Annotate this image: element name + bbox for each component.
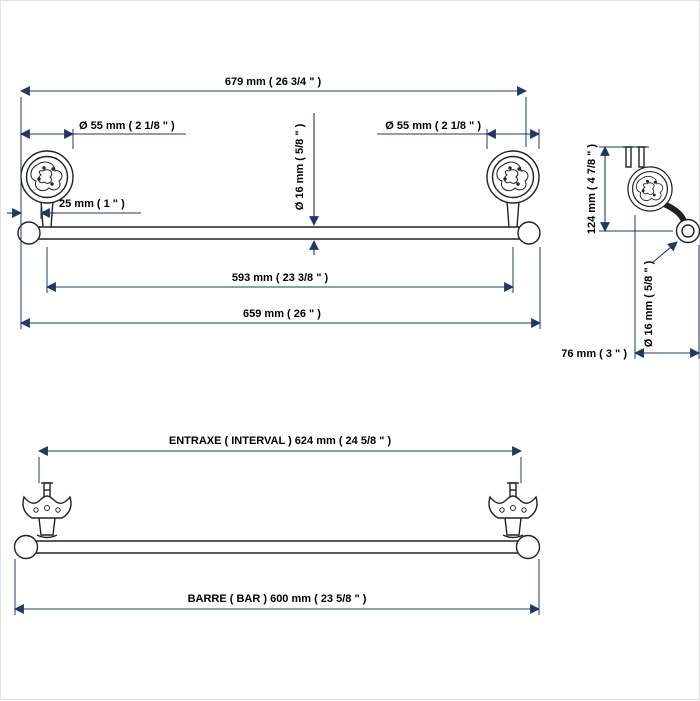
right-ball-finial	[515, 534, 541, 560]
left-post	[40, 200, 54, 228]
dim-bar-diameter-side: Ø 16 mm ( 5/8 " )	[643, 241, 678, 347]
bar-cross-section	[681, 224, 695, 238]
dim-outer-span: 659 mm ( 26 " )	[20, 247, 541, 329]
left-ball-finial	[13, 534, 39, 560]
ball-finial-side	[675, 218, 700, 244]
dim-depth: 76 mm ( 3 " )	[561, 215, 700, 360]
side-profile-view: 124 mm ( 4 7/8 " ) Ø 16 mm ( 5/8 " ) 76 …	[561, 144, 700, 360]
right-ball-finial	[517, 221, 541, 245]
mounting-screw	[625, 146, 632, 168]
dim-bar-diameter-side-label: Ø 16 mm ( 5/8 " )	[643, 260, 655, 347]
dim-height-label: 124 mm ( 4 7/8 " )	[586, 144, 598, 235]
dim-height: 124 mm ( 4 7/8 " )	[586, 144, 673, 235]
dim-bar-length: BARRE ( BAR ) 600 mm ( 23 5/8 " )	[14, 559, 540, 615]
front-elevation-view: 679 mm ( 26 3/4 " ) Ø 55 mm ( 2 1/8 " ) …	[7, 76, 541, 329]
right-flange-rosette	[486, 150, 540, 204]
left-flange-rosette	[20, 150, 74, 204]
installation-view: ENTRAXE ( INTERVAL ) 624 mm ( 24 5/8 " )…	[13, 435, 541, 615]
flange-rosette-side	[627, 166, 673, 212]
right-post	[506, 200, 520, 228]
support-arm	[661, 201, 687, 224]
dim-flange-diameter-right-label: Ø 55 mm ( 2 1/8 " )	[385, 120, 481, 132]
dim-inner-span: 593 mm ( 23 3/8 " )	[46, 247, 514, 293]
dim-overall-width-label: 679 mm ( 26 3/4 " )	[225, 76, 322, 88]
dim-outer-span-label: 659 mm ( 26 " )	[243, 308, 321, 320]
dim-flange-diameter-left-label: Ø 55 mm ( 2 1/8 " )	[79, 120, 175, 132]
dim-interval-label: ENTRAXE ( INTERVAL ) 624 mm ( 24 5/8 " )	[169, 435, 392, 447]
dim-interval: ENTRAXE ( INTERVAL ) 624 mm ( 24 5/8 " )	[38, 435, 522, 483]
left-wall-bracket	[22, 482, 72, 539]
left-ball-finial	[17, 221, 41, 245]
right-wall-bracket	[488, 482, 538, 539]
mounting-screw	[638, 146, 645, 168]
dim-inner-span-label: 593 mm ( 23 3/8 " )	[232, 272, 329, 284]
towel-bar-installation	[13, 482, 541, 560]
towel-bar-front	[17, 150, 541, 245]
dim-wall-edge-offset-label: 25 mm ( 1 " )	[59, 198, 125, 210]
dim-flange-diameter-left: Ø 55 mm ( 2 1/8 " )	[20, 120, 186, 149]
dim-bar-diameter-front: Ø 16 mm ( 5/8 " )	[294, 113, 319, 255]
dim-depth-label: 76 mm ( 3 " )	[561, 348, 627, 360]
towel-bar-side	[623, 146, 700, 244]
dim-flange-diameter-right: Ø 55 mm ( 2 1/8 " )	[377, 120, 540, 149]
dim-bar-length-label: BARRE ( BAR ) 600 mm ( 23 5/8 " )	[188, 593, 367, 605]
dim-wall-edge-offset: 25 mm ( 1 " )	[7, 198, 141, 219]
dim-bar-diameter-front-label: Ø 16 mm ( 5/8 " )	[294, 123, 306, 210]
